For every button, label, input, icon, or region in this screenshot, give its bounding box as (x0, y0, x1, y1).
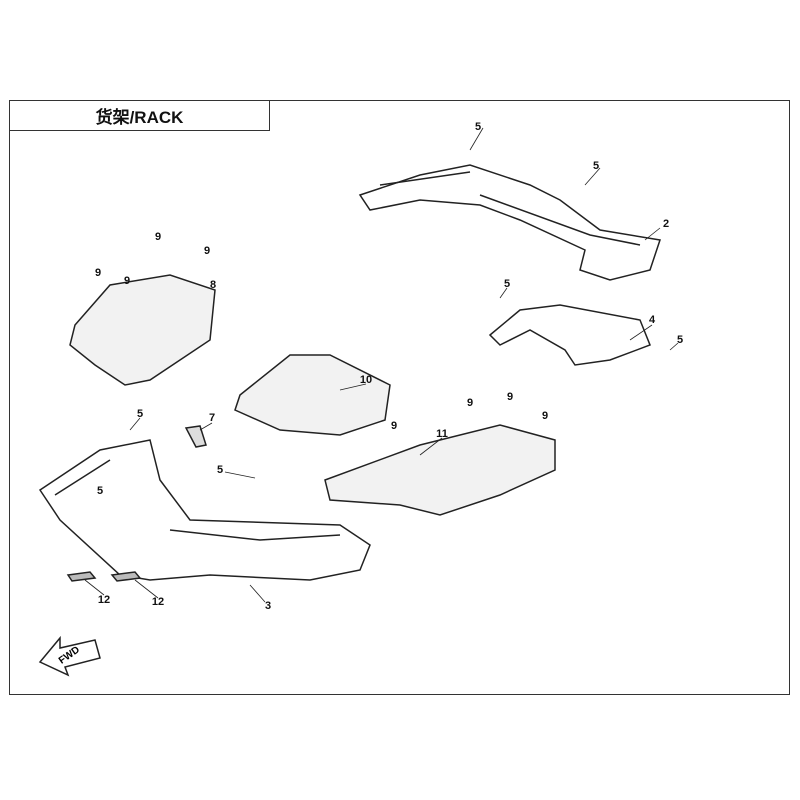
drawing-frame (9, 100, 790, 695)
callout-label: 9 (506, 391, 514, 403)
callout-label: 5 (676, 334, 684, 346)
callout-label: 5 (503, 278, 511, 290)
callout-label: 9 (123, 275, 131, 287)
callout-label: 9 (94, 267, 102, 279)
clip-part-7 (184, 425, 207, 448)
fwd-arrow-icon (38, 635, 101, 677)
callout-label: 9 (203, 245, 211, 257)
pads-part-12 (66, 571, 142, 582)
callout-label: 4 (648, 314, 656, 326)
callout-label: 3 (264, 600, 272, 612)
callout-label: 2 (662, 218, 670, 230)
callout-label: 12 (151, 596, 165, 608)
front-rack-part-3 (38, 439, 371, 581)
rear-rack-part-2 (358, 164, 661, 281)
cover-part-8 (69, 274, 216, 386)
callout-label: 11 (436, 428, 448, 440)
callout-label: 9 (390, 420, 398, 432)
page-title: 货架/RACK (9, 100, 270, 131)
callout-label: 7 (208, 412, 216, 424)
callout-label: 12 (97, 594, 111, 606)
callout-label: 9 (541, 410, 549, 422)
callout-label: 9 (466, 397, 474, 409)
cover-part-11 (324, 424, 556, 516)
callout-label: 5 (592, 160, 600, 172)
callout-label: 10 (359, 374, 373, 386)
bracket-part-4 (488, 304, 651, 366)
cover-part-10 (234, 354, 391, 436)
callout-label: 5 (96, 485, 104, 497)
leader-lines (84, 127, 679, 603)
callout-label: 5 (216, 464, 224, 476)
callout-label: 5 (474, 121, 482, 133)
callout-label: 5 (136, 408, 144, 420)
callout-label: 9 (154, 231, 162, 243)
callout-label: 8 (209, 279, 217, 291)
